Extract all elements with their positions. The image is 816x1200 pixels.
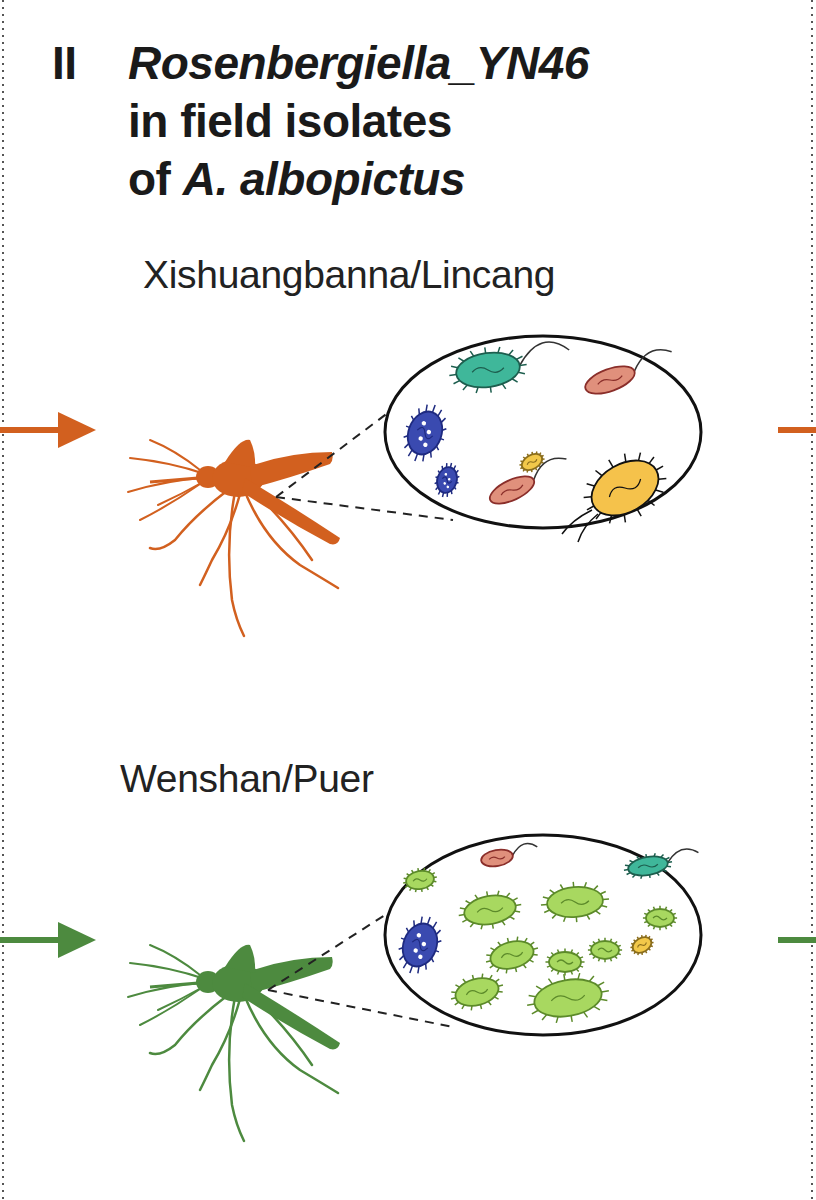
bacterium: [482, 931, 543, 979]
title-word: field: [180, 95, 272, 147]
bacterium: [581, 345, 677, 399]
bacterium: [396, 398, 454, 468]
mosquito-silhouette: [128, 440, 340, 636]
panel-title: Rosenbergiella_YN46in field isolates of A…: [128, 34, 589, 208]
title-word: of: [128, 153, 170, 205]
panel-number: II: [52, 34, 77, 92]
bacterium: [643, 906, 677, 930]
leader-line: [276, 497, 453, 520]
bacterium: [447, 968, 508, 1016]
bacterium: [516, 447, 549, 477]
flow-line: [0, 427, 62, 433]
bacterium: [539, 879, 611, 925]
microbiome-lens: [385, 835, 701, 1035]
title-word: albopictus: [240, 153, 465, 205]
flow-line: [0, 937, 62, 943]
bacterium: [391, 910, 449, 980]
mosquito-silhouette: [128, 945, 340, 1141]
flow-line: [778, 427, 816, 433]
flow-line: [778, 937, 816, 943]
dotted-separator: [811, 0, 813, 1200]
location-label: Xishuangbanna/Lincang: [143, 252, 555, 298]
word-space: [272, 95, 284, 147]
word-space: [170, 153, 182, 205]
bacterium: [588, 938, 622, 962]
bacterium: [401, 865, 439, 895]
title-word: in: [128, 95, 168, 147]
bacterium: [446, 336, 573, 398]
dotted-separator: [2, 0, 4, 1200]
bacterium: [455, 886, 524, 934]
arrow-head: [58, 412, 96, 448]
bacterium: [431, 460, 463, 500]
title-word: isolates: [285, 95, 452, 147]
bacterium: [480, 842, 540, 869]
arrow-head: [58, 922, 96, 958]
title-word: A.: [183, 153, 228, 205]
word-space: [228, 153, 240, 205]
bacterium: [485, 453, 572, 509]
bacterium: [545, 949, 584, 976]
location-label: Wenshan/Puer: [120, 756, 374, 802]
title-word: Rosenbergiella_YN46: [128, 37, 589, 89]
bacterium: [571, 438, 679, 538]
microbiome-lens: [385, 336, 701, 528]
bacterium: [622, 845, 701, 882]
word-space: [168, 95, 180, 147]
bacterium: [523, 967, 613, 1029]
bacterium: [627, 931, 658, 960]
